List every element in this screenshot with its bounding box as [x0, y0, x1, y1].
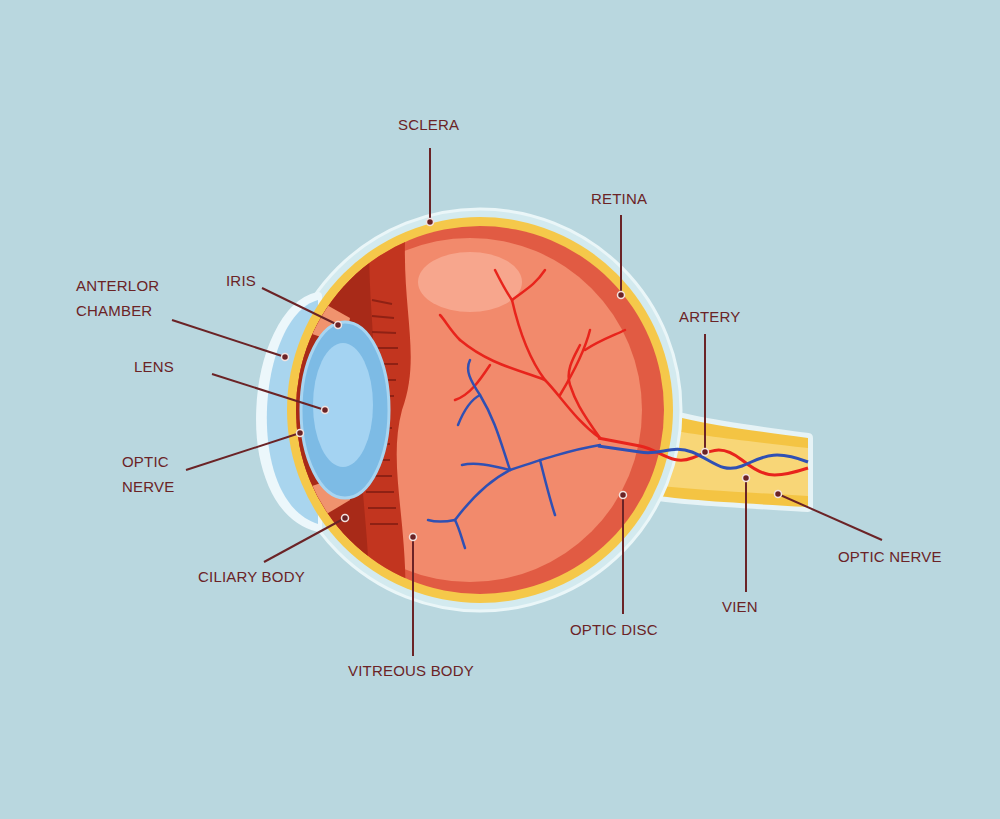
leader-lines: [172, 148, 882, 656]
part-label: OPTIC NERVE: [838, 544, 942, 569]
part-label: OPTIC DISC: [570, 617, 658, 642]
part-label: VIEN: [722, 594, 758, 619]
retinal-arteries: [440, 270, 625, 438]
part-label: ARTERY: [679, 304, 741, 329]
part-label: OPTIC NERVE: [122, 449, 182, 499]
retinal-veins: [428, 360, 600, 548]
vein-vessel: [598, 446, 808, 468]
ciliary-band: [280, 200, 411, 630]
leader-dots: [282, 219, 782, 541]
part-label: SCLERA: [398, 112, 459, 137]
part-label: ANTERLOR CHAMBER: [76, 273, 166, 323]
part-label: RETINA: [591, 186, 647, 211]
part-label: VITREOUS BODY: [348, 658, 474, 683]
sclera-layer: [287, 217, 673, 603]
highlight: [418, 252, 522, 312]
part-label: CILIARY BODY: [198, 564, 305, 589]
part-label: IRIS: [226, 268, 256, 293]
artery-vessel: [598, 438, 808, 475]
sclera-outline: [279, 209, 681, 611]
lens-shape: [301, 322, 389, 498]
part-label: LENS: [134, 354, 174, 379]
